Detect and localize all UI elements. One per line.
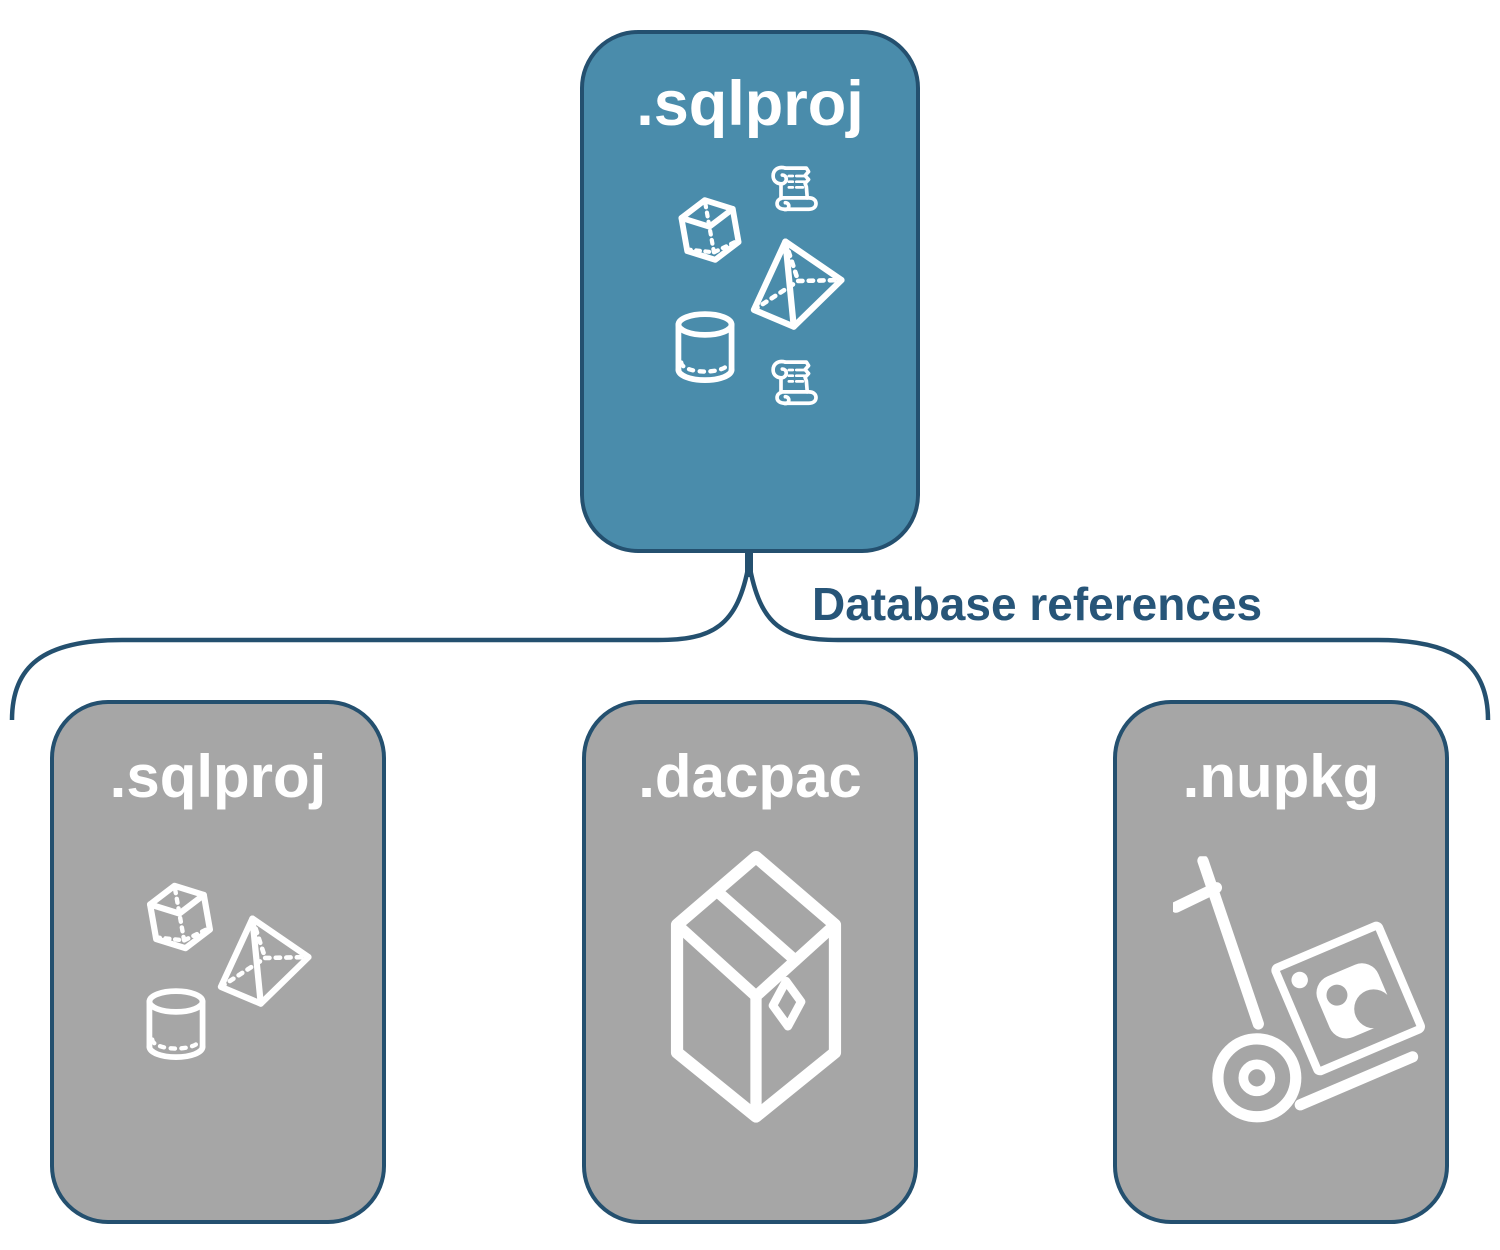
cylinder-icon bbox=[149, 991, 202, 1057]
cylinder-icon bbox=[678, 314, 731, 380]
node-child-nupkg: .nupkg bbox=[1113, 700, 1449, 1224]
package-box-icon bbox=[677, 857, 835, 1116]
scroll-icon bbox=[771, 359, 818, 406]
nuget-hand-truck-icon bbox=[1176, 861, 1422, 1117]
child-node-label: .sqlproj bbox=[109, 743, 327, 810]
brace-path bbox=[9, 562, 1491, 721]
root-node-label: .sqlproj bbox=[636, 69, 864, 139]
node-child-sqlproj: .sqlproj bbox=[50, 700, 386, 1224]
scroll-icon bbox=[771, 165, 818, 212]
package-box-icon bbox=[640, 842, 872, 1124]
child-node-label: .dacpac bbox=[638, 743, 862, 810]
child-node-label: .nupkg bbox=[1182, 743, 1380, 810]
nuget-hand-truck-icon bbox=[1173, 856, 1435, 1126]
connector-label: Database references bbox=[812, 578, 1263, 630]
pyramid-icon bbox=[740, 231, 850, 335]
sql-objects-icons bbox=[132, 857, 332, 1072]
pyramid-icon bbox=[207, 908, 317, 1012]
cube-icon bbox=[679, 196, 741, 265]
brace-connector bbox=[9, 549, 1491, 721]
sql-objects-and-scripts-icons bbox=[655, 165, 855, 406]
node-child-dacpac: .dacpac bbox=[582, 700, 918, 1224]
cube-icon bbox=[148, 881, 213, 953]
node-root-sqlproj: .sqlproj bbox=[580, 30, 920, 553]
